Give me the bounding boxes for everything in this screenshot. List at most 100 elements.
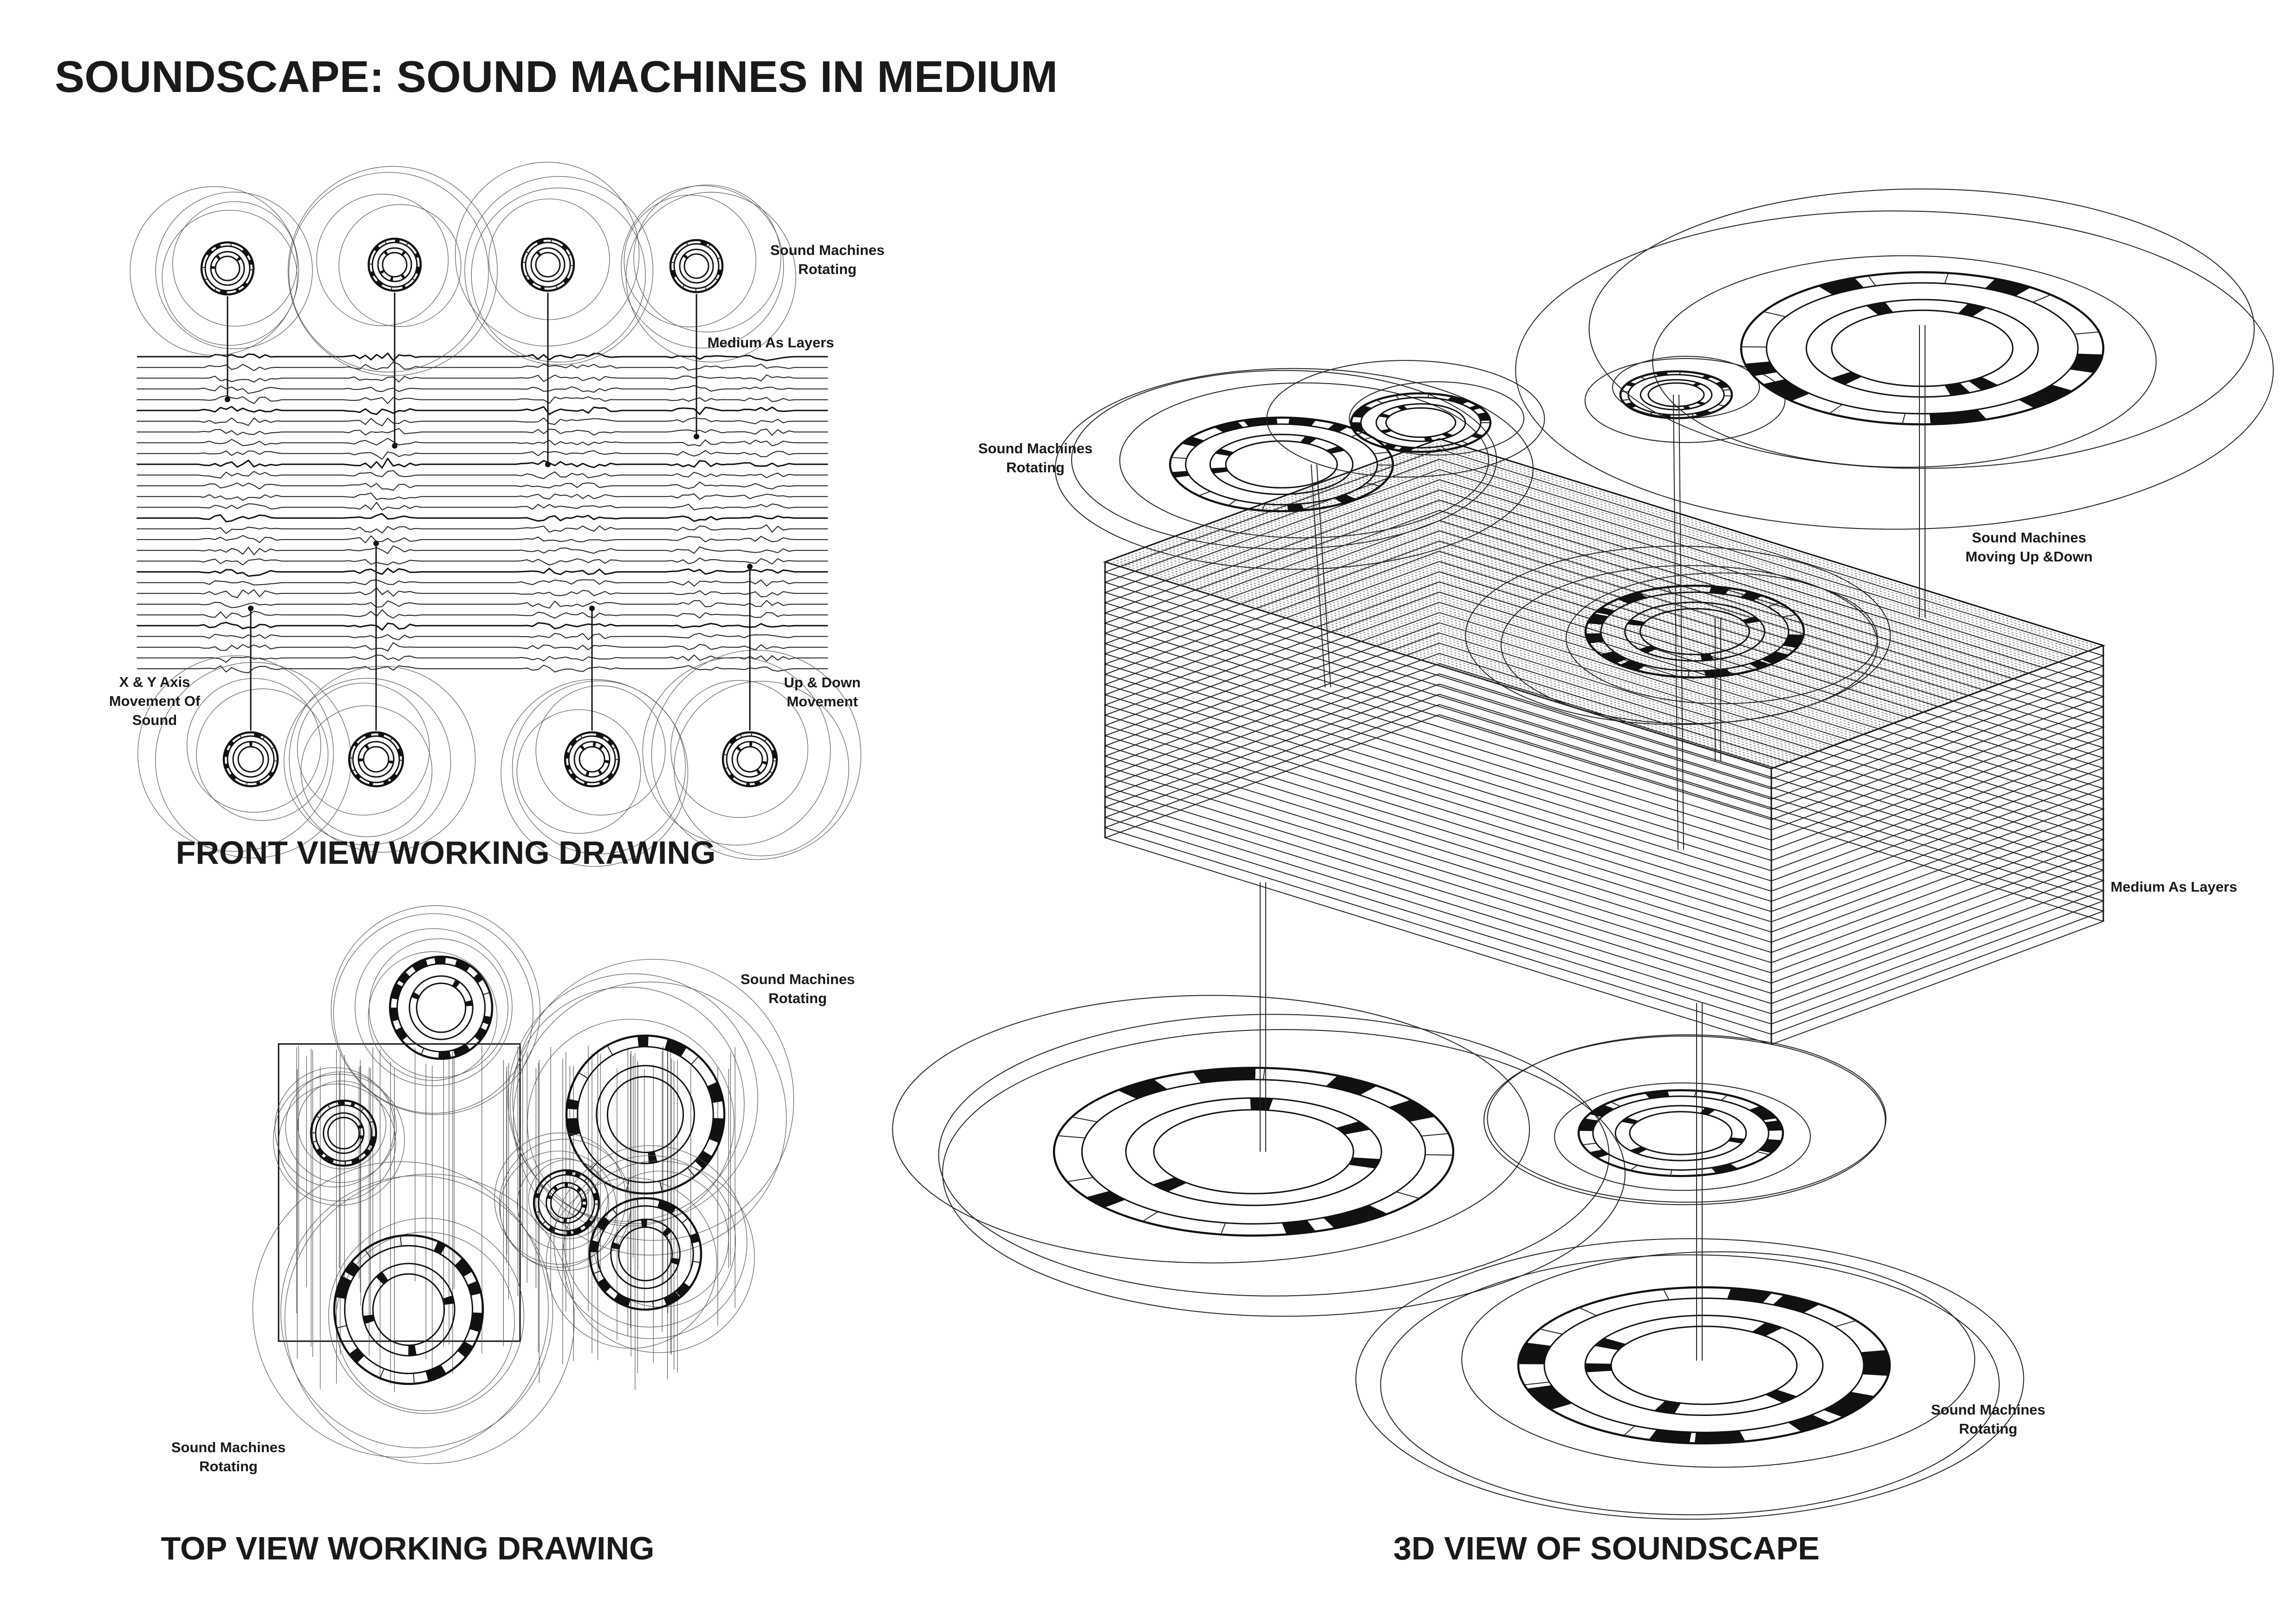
machine-segment [1579, 1118, 1599, 1131]
machine-ring [726, 735, 774, 783]
surface-hatch [1335, 476, 2000, 685]
machine-tick [1623, 1425, 1635, 1436]
machine-ring [210, 251, 245, 286]
machine-segment [415, 267, 421, 274]
surface-hatch [1413, 448, 2078, 656]
medium-layer-line [137, 579, 828, 587]
machine-segment [395, 239, 400, 243]
machine-segment [1761, 651, 1789, 664]
machine-segment [728, 773, 735, 780]
machine-tick [539, 1185, 543, 1188]
machine-segment [249, 741, 253, 747]
sound-wave-ring [172, 201, 298, 326]
surface-hatch [1368, 464, 2034, 672]
machine-ring [673, 243, 720, 289]
machine-segment [1086, 1191, 1126, 1208]
machine-ring [525, 241, 571, 288]
machine-segment [576, 1187, 582, 1193]
machine-segment [1763, 379, 1810, 401]
machine-tick [1667, 587, 1672, 594]
machine-segment [383, 250, 389, 256]
rod-joint [225, 397, 230, 402]
machine-tick [1756, 1151, 1769, 1155]
machine-segment [2018, 385, 2073, 408]
surface-hatch [1164, 540, 1831, 747]
machine-segment [364, 744, 370, 750]
machine-segment [546, 1194, 553, 1200]
machine-ring [222, 731, 279, 788]
machine-tick [525, 274, 529, 278]
machine-tick [1582, 1142, 1597, 1146]
machine-tick [379, 1368, 385, 1379]
machine-segment [376, 1272, 389, 1285]
surface-hatch [1402, 452, 2067, 660]
sound-wave-ring [562, 1161, 755, 1353]
machine-tick [1072, 1116, 1098, 1122]
machine-tick [413, 1373, 415, 1384]
surface-hatch [1197, 527, 1864, 735]
machine-segment [1985, 279, 2031, 296]
machine-segment [1944, 383, 1971, 396]
sound-machine-top [669, 239, 724, 293]
machine-segment [408, 1344, 417, 1356]
surface-hatch [1424, 444, 2089, 652]
machine-segment [597, 1278, 611, 1293]
machine-ring [1584, 585, 1805, 678]
machine-segment [363, 1314, 375, 1324]
medium-layer-line [137, 524, 828, 535]
sound-machine-bottom [564, 731, 620, 788]
surface-hatch [1142, 548, 1808, 756]
sound-wave-ring [507, 973, 758, 1224]
machine-segment [663, 1291, 680, 1305]
machine-rod [1678, 394, 1684, 850]
machine-segment [1118, 1079, 1168, 1099]
machine-tick [764, 738, 768, 742]
machine-segment [1683, 405, 1691, 410]
machine-segment [1181, 437, 1204, 447]
machine-tick [1902, 413, 1906, 424]
machine-segment [402, 285, 406, 290]
machine-tick [1057, 1135, 1086, 1139]
machine-segment [453, 1044, 470, 1057]
machine-segment [1152, 1177, 1187, 1192]
medium-layer-line [137, 587, 828, 599]
machine-segment [248, 259, 254, 265]
sound-wave-ring [1652, 255, 2157, 468]
medium-layer-line [136, 567, 828, 577]
machine-tick [390, 737, 393, 741]
machine-segment [1765, 1389, 1797, 1403]
machine-segment [1654, 1401, 1681, 1414]
machine-tick [568, 254, 572, 256]
machine-segment [607, 739, 614, 746]
3d-view-drawing [892, 188, 2274, 1520]
machine-segment [574, 1172, 581, 1178]
machine-ring [1225, 440, 1338, 489]
top-view-drawing [252, 905, 794, 1464]
machine-segment [383, 779, 390, 785]
machine-rod [1311, 464, 1326, 688]
machine-segment [1358, 405, 1372, 412]
machine-segment [1595, 607, 1615, 615]
machine-tick [717, 257, 722, 260]
machine-segment [465, 1000, 473, 1006]
machine-segment [345, 1261, 360, 1277]
sound-wave-ring [278, 1083, 396, 1201]
machine-segment [1696, 401, 1706, 405]
machine-ring [1805, 299, 2039, 398]
machine-tick [551, 239, 553, 243]
surface-hatch [1353, 470, 2019, 678]
machine-segment [467, 1281, 481, 1296]
machine-tick [1670, 1169, 1672, 1176]
surface-hatch [1183, 533, 1849, 740]
machine-ring [1627, 374, 1725, 416]
medium-layer-plane [1103, 540, 2105, 872]
machine-tick [2032, 294, 2051, 303]
machine-segment [1740, 591, 1763, 601]
sound-wave-ring [510, 986, 745, 1222]
machine-ring [372, 1273, 445, 1346]
machine-segment [390, 276, 394, 281]
surface-hatch [1227, 516, 1893, 724]
machine-tick [2074, 331, 2099, 335]
machine-ring [416, 982, 467, 1033]
medium-layer-plane [1103, 663, 2105, 994]
